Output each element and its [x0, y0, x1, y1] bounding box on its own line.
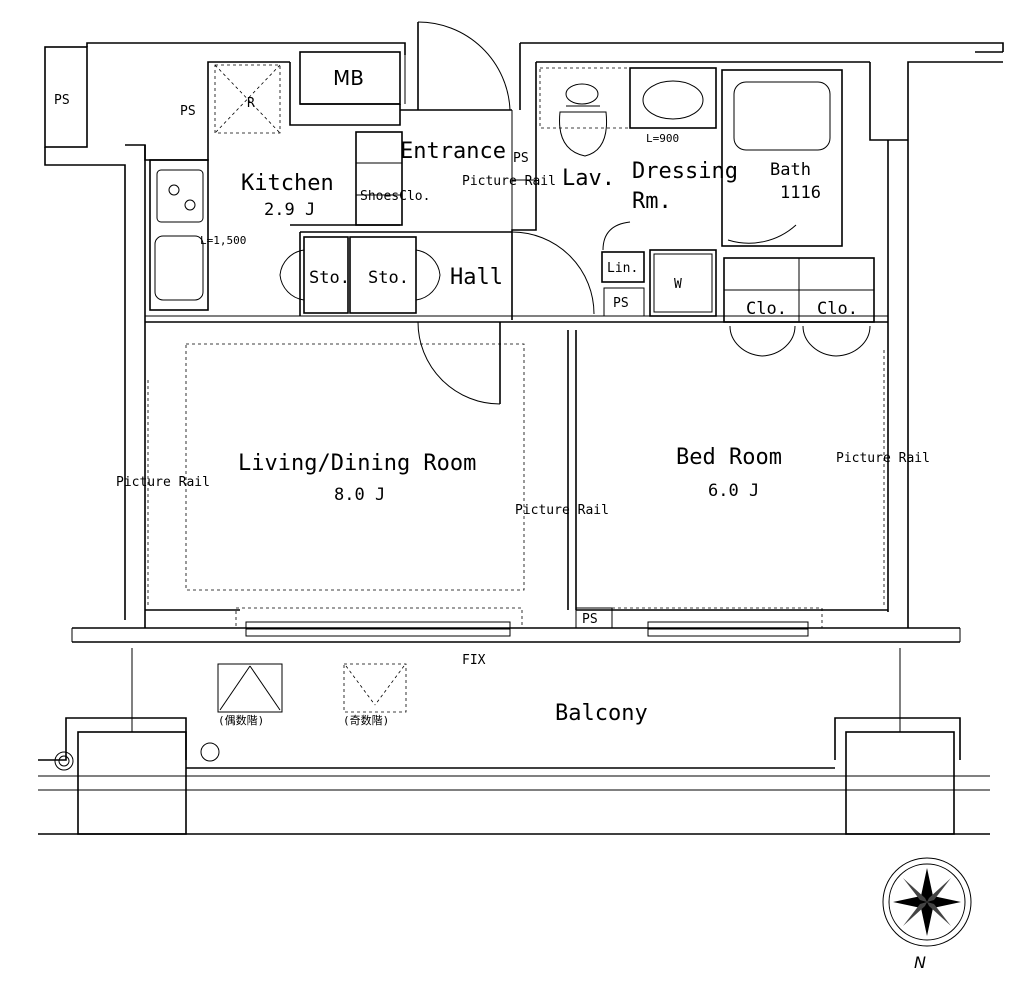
kitchen-area — [149, 21, 595, 405]
compass-rose-icon — [882, 857, 972, 947]
mb-label: MB — [333, 66, 364, 90]
storage-label-2: Sto. — [368, 268, 409, 288]
bath-name: Bath — [770, 160, 811, 180]
kitchen-size: 2.9 J — [264, 200, 315, 220]
hall-name: Hall — [450, 265, 503, 290]
picture-rail-partition: Picture Rail — [515, 503, 609, 518]
dressing-name-line1: Dressing — [632, 159, 738, 184]
dressing-name-line2: Rm. — [632, 189, 672, 214]
ps-label-entrance: PS — [513, 151, 529, 166]
living-details — [147, 343, 885, 637]
bedroom-name: Bed Room — [676, 445, 782, 470]
wet-area — [512, 67, 875, 357]
counter-length-label: L=1,500 — [200, 234, 246, 247]
linen-label: Lin. — [607, 261, 638, 276]
ps-label-dressing: PS — [613, 296, 629, 311]
picture-rail-entrance: Picture Rail — [462, 174, 556, 189]
living-size: 8.0 J — [334, 485, 385, 505]
storage-label-1: Sto. — [309, 268, 350, 288]
closet-label-2: Clo. — [817, 299, 858, 319]
north-label: N — [914, 953, 926, 972]
bath-size: 1116 — [780, 183, 821, 203]
kitchen-name: Kitchen — [241, 171, 334, 196]
closet-label-1: Clo. — [746, 299, 787, 319]
even-floor-label: (偶数階) — [218, 713, 264, 727]
balcony-name: Balcony — [555, 701, 648, 726]
balcony-area — [38, 648, 990, 835]
shoes-closet-label: ShoesClo. — [360, 189, 430, 204]
labels: PS PS R MB Kitchen 2.9 J L=1,500 Entranc… — [54, 66, 930, 972]
odd-floor-label: (奇数階) — [343, 713, 389, 727]
entrance-name: Entrance — [400, 139, 506, 164]
ps-label-bedroom: PS — [582, 612, 598, 627]
ps-label-kitchen: PS — [180, 104, 196, 119]
picture-rail-living: Picture Rail — [116, 475, 210, 490]
washer-label: W — [674, 277, 682, 292]
ps-label-left: PS — [54, 93, 70, 108]
vanity-length-label: L=900 — [646, 132, 679, 145]
picture-rail-bedroom: Picture Rail — [836, 451, 930, 466]
fix-window-label: FIX — [462, 653, 486, 668]
bedroom-size: 6.0 J — [708, 481, 759, 501]
refrigerator-label: R — [247, 96, 255, 111]
living-name: Living/Dining Room — [238, 451, 476, 476]
lavatory-name: Lav. — [562, 166, 615, 191]
